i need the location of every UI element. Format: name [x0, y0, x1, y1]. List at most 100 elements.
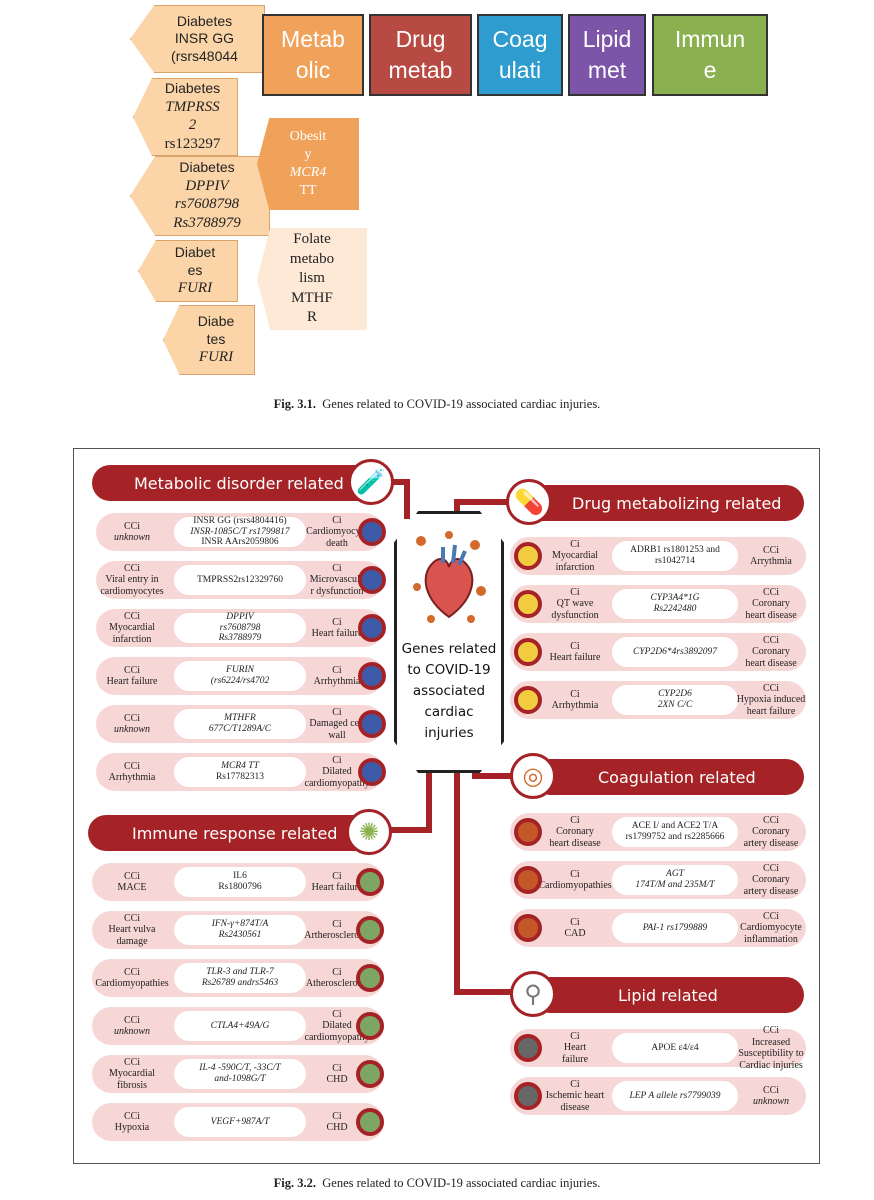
gene-variant: VEGF+987A/T [174, 1107, 306, 1137]
text-line: heart failure [746, 705, 796, 717]
hex-line: Diabet [174, 244, 216, 261]
text-line: IL-4 -590C/T, -33C/T [199, 1063, 281, 1074]
text-line: and-1098G/T [214, 1074, 266, 1084]
text-line: Ci [332, 1062, 342, 1074]
text-line: Cardiomyocyte [740, 922, 802, 934]
text-line: FURIN [226, 665, 254, 676]
center-title: Genes related to COVID-19 associated car… [394, 639, 504, 744]
text-line: artery disease [743, 885, 799, 897]
text-line: Rs17782313 [215, 772, 265, 782]
text-line: CCi [762, 862, 780, 874]
gene-variant: INSR GG (rsrs4804416)INSR-1085C/T rs1799… [174, 516, 306, 547]
text-line: MTHFR [224, 713, 256, 724]
text-line: Ci [332, 616, 342, 628]
text-line: CCi [123, 966, 141, 978]
text-line: Coronary [752, 826, 790, 838]
band-title: Drug metabolizing related [572, 493, 782, 513]
connector-line [454, 769, 460, 995]
text-line: QT wave [556, 598, 594, 610]
text-line: cardiomyopathy [304, 777, 370, 789]
text-line: unknown [113, 724, 151, 735]
text-line: Ci [332, 664, 342, 676]
text-line: 2XN C/C [657, 700, 693, 710]
connector-line [472, 773, 542, 779]
text-line: Heart failure [311, 628, 363, 639]
category-line: e [703, 57, 717, 83]
text-line: Hypoxia induced [736, 694, 806, 706]
text-line: CCi [762, 586, 780, 598]
hex-line: rs123297 [164, 136, 221, 153]
text-line: CCi [762, 814, 780, 826]
text-line: Ci [332, 1008, 342, 1020]
text-line: CYP2D6 [658, 689, 692, 700]
text-line: ACE I/ and ACE2 T/A [631, 821, 719, 832]
text-line: CCi [123, 520, 141, 532]
text-line: Ci [570, 586, 580, 598]
hex-line: metabo [289, 250, 335, 267]
text-line: Ischemic heart [545, 1090, 605, 1102]
text-line: CCi [762, 1084, 780, 1096]
connector-line [392, 479, 410, 485]
hex-line: MCR4 [289, 165, 327, 180]
text-line: Ci [332, 514, 342, 526]
text-line: Ci [332, 1110, 342, 1122]
text-line: CCi [123, 1014, 141, 1026]
text-line: CCi [123, 664, 141, 676]
text-line: Cardiomyopathies [95, 978, 169, 989]
marker-dot [514, 638, 542, 666]
lipid-icon: ⚲ [510, 971, 556, 1017]
text-line: Cardiomyopathies [538, 880, 612, 891]
category-line: Metab [281, 25, 345, 52]
text-line: Rs2242480 [653, 604, 697, 614]
caption-label: Fig. 3.1. [273, 397, 317, 411]
text-line: Damaged cell [309, 718, 365, 730]
center-line: cardiac [424, 703, 474, 720]
connector-line [454, 499, 460, 519]
hex-line: es [187, 261, 203, 278]
marker-dot [358, 758, 386, 786]
text-line: CCi [123, 610, 141, 622]
hex-line: TT [299, 183, 317, 199]
category-line: ulati [498, 57, 542, 83]
text-line: CCi [762, 634, 780, 646]
text-line: CYP3A4*1G [650, 593, 700, 604]
category-line: Coag [492, 25, 548, 52]
marker-dot [356, 868, 384, 896]
text-line: Ci [570, 688, 580, 700]
text-line: unknown [113, 1026, 151, 1037]
text-line: CHD [326, 1122, 348, 1133]
caption-text: Genes related to COVID-19 associated car… [322, 397, 601, 411]
center-line: Genes related [401, 641, 497, 657]
band-title: Coagulation related [598, 767, 756, 787]
text-line: failure [561, 1053, 589, 1065]
text-line: PAI-1 rs1799889 [642, 922, 708, 933]
text-line: MCR4 TT [221, 761, 259, 772]
gene-variant: APOE ε4/ε4 [612, 1033, 738, 1063]
marker-dot [514, 1082, 542, 1110]
text-line: CCi [123, 1110, 141, 1122]
center-octagon [394, 511, 504, 773]
text-line: Heart failure [311, 882, 363, 893]
text-line: Ci [570, 538, 580, 550]
text-line: 677C/T1289A/C [208, 724, 272, 734]
